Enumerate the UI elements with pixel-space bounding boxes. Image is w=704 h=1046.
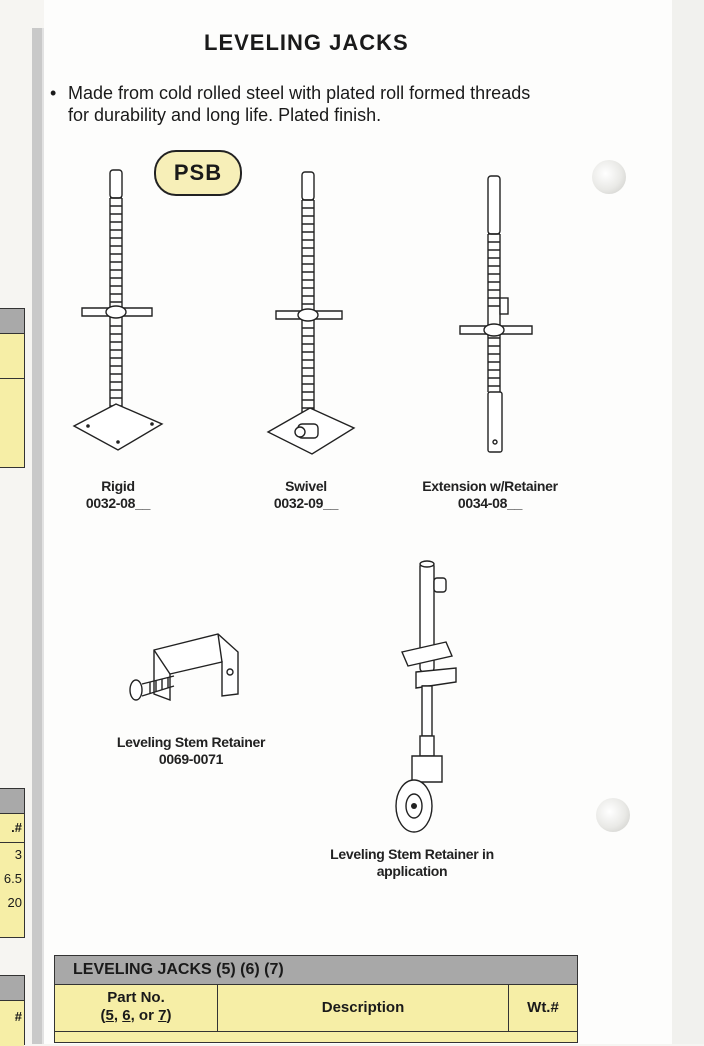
page-title: LEVELING JACKS <box>204 30 409 55</box>
product-part-number: 0032-09__ <box>273 495 339 511</box>
leveling-jacks-table: LEVELING JACKS (5) (6) (7) Part No. (5, … <box>54 955 578 1043</box>
binder-hole <box>592 160 626 194</box>
part-ref-7: 7 <box>158 1007 167 1024</box>
product-part-number: 0034-08__ <box>457 495 523 511</box>
extension-jack-illustration <box>459 175 533 453</box>
col-part-no: Part No. (5, 6, or 7) <box>55 985 218 1031</box>
binder-hole <box>596 798 630 832</box>
left-table-header: .# <box>0 814 24 843</box>
part-ref-6: 6 <box>122 1007 131 1024</box>
accessory-caption: Leveling Stem Retainer 0069-0071 <box>106 734 276 768</box>
sep: , or <box>130 1007 159 1024</box>
stem-retainer-illustration <box>129 633 239 702</box>
col-weight: Wt.# <box>527 999 559 1016</box>
swivel-jack-illustration <box>266 171 356 455</box>
col-description: Description <box>218 985 509 1031</box>
product-name: Swivel <box>285 478 327 494</box>
product-caption: Swivel 0032-09__ <box>258 478 354 512</box>
product-name: Rigid <box>101 478 135 494</box>
left-table-fragment-3: # <box>0 975 25 1046</box>
left-table-fragment-2: .# 3 6.5 20 <box>0 788 25 938</box>
paren-open: ( <box>100 1007 106 1024</box>
binding-spine <box>32 28 42 1044</box>
accessory-name-line2: application <box>376 863 448 879</box>
left-table-value: 6.5 <box>0 867 24 891</box>
retainer-application-illustration <box>395 560 457 833</box>
part-ref-5: 5 <box>105 1007 114 1024</box>
product-name: Extension w/Retainer <box>422 478 558 494</box>
accessory-caption: Leveling Stem Retainer in application <box>316 846 508 880</box>
left-table-header: # <box>0 1001 24 1046</box>
table-header-row: Part No. (5, 6, or 7) Description Wt.# <box>55 985 577 1032</box>
product-caption: Rigid 0032-08__ <box>70 478 166 512</box>
binding-edge <box>42 28 44 1044</box>
left-table-value: 20 <box>0 891 24 937</box>
psb-badge: PSB <box>154 150 242 196</box>
col-part-no-sub: (5, 6, or 7) <box>55 1007 217 1025</box>
product-part-number: 0032-08__ <box>85 495 151 511</box>
feature-text: Made from cold rolled steel with plated … <box>68 83 531 125</box>
col-part-no-label: Part No. <box>107 989 165 1006</box>
product-caption: Extension w/Retainer 0034-08__ <box>404 478 576 512</box>
page-edge <box>672 0 704 1044</box>
left-table-fragment-1 <box>0 308 25 468</box>
accessory-part-number: 0069-0071 <box>158 751 224 767</box>
catalog-page <box>44 0 672 1044</box>
sep: , <box>113 1007 123 1024</box>
accessory-name: Leveling Stem Retainer <box>116 734 266 750</box>
table-title: LEVELING JACKS (5) (6) (7) <box>55 956 577 985</box>
bullet-icon: • <box>50 83 57 103</box>
left-table-value: 3 <box>0 843 24 867</box>
table-row <box>55 1032 577 1042</box>
paren-close: ) <box>166 1007 172 1024</box>
accessory-name: Leveling Stem Retainer in <box>330 846 494 862</box>
rigid-jack-illustration <box>72 169 164 451</box>
